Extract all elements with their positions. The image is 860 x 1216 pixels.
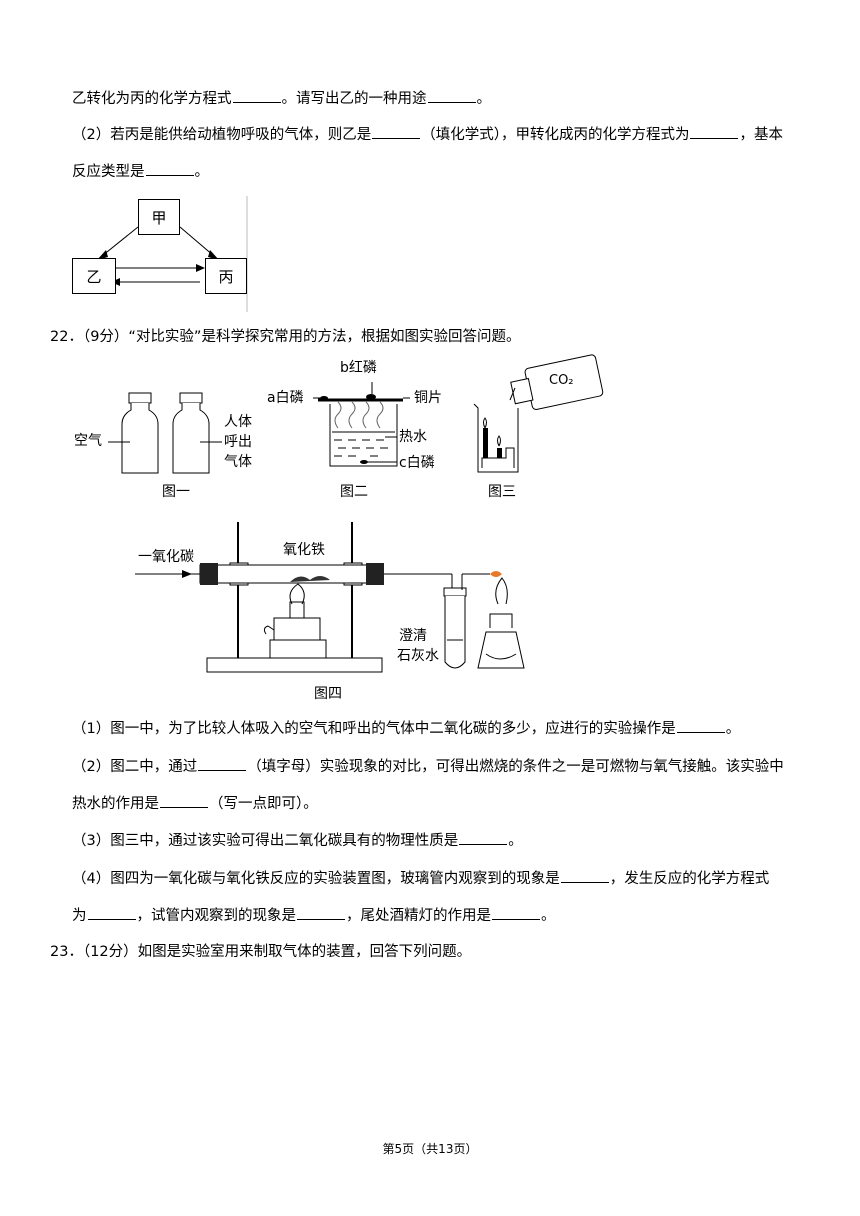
label-a-white-phosphorus: a白磷 xyxy=(267,390,304,406)
q21-part2-line1: （2）若丙是能供给动植物呼吸的气体，则乙是（填化学式），甲转化成丙的化学方程式为… xyxy=(72,124,783,145)
answer-blank[interactable] xyxy=(87,905,136,920)
q22-part3: （3）图三中，通过该实验可得出二氧化碳具有的物理性质是。 xyxy=(72,830,523,851)
answer-blank[interactable] xyxy=(459,830,508,845)
label-iron-oxide: 氧化铁 xyxy=(283,542,325,558)
node-jia: 甲 xyxy=(138,199,180,235)
label-c-white-phosphorus: c白磷 xyxy=(399,455,435,471)
q22-part4-line1: （4）图四为一氧化碳与氧化铁反应的实验装置图，玻璃管内观察到的现象是，发生反应的… xyxy=(72,868,769,889)
label-limewater-2: 石灰水 xyxy=(397,648,439,664)
label-co2: CO₂ xyxy=(549,373,574,388)
answer-blank[interactable] xyxy=(160,793,208,808)
figure-2-caption: 图二 xyxy=(340,484,368,500)
label-carbon-monoxide: 一氧化碳 xyxy=(138,549,194,565)
label-exhaled-2: 呼出 xyxy=(224,434,252,450)
label-copper-plate: 铜片 xyxy=(414,390,442,406)
label-air: 空气 xyxy=(74,433,102,449)
answer-blank[interactable] xyxy=(297,905,345,920)
q22-part1: （1）图一中，为了比较人体吸入的空气和呼出的气体中二氧化碳的多少，应进行的实验操… xyxy=(72,718,740,739)
label-limewater-1: 澄清 xyxy=(399,628,427,644)
q22-part2-line2: 热水的作用是（写一点即可）。 xyxy=(72,793,318,814)
q22-part2-line1: （2）图二中，通过（填字母）实验现象的对比，可得出燃烧的条件之一是可燃物与氧气接… xyxy=(72,756,784,777)
answer-blank[interactable] xyxy=(690,124,739,139)
q22-header: 22．（9分）“对比实验”是科学探究常用的方法，根据如图实验回答问题。 xyxy=(50,329,521,345)
node-yi: 乙 xyxy=(72,258,116,294)
answer-blank[interactable] xyxy=(492,905,540,920)
label-exhaled-1: 人体 xyxy=(224,414,252,430)
page-footer: 第5页（共13页） xyxy=(382,1142,478,1156)
label-hot-water: 热水 xyxy=(399,429,427,445)
figure-3-caption: 图三 xyxy=(488,484,516,500)
figure-4-caption: 图四 xyxy=(314,686,342,702)
q21-part2-line2: 反应类型是。 xyxy=(72,161,209,182)
answer-blank[interactable] xyxy=(560,868,609,883)
figure-1-caption: 图一 xyxy=(162,484,190,500)
answer-blank[interactable] xyxy=(198,756,247,771)
q21-line1: 乙转化为丙的化学方程式。请写出乙的一种用途。 xyxy=(72,88,491,109)
answer-blank[interactable] xyxy=(145,161,194,176)
node-bing: 丙 xyxy=(205,258,247,294)
q23-header: 23．（12分）如图是实验室用来制取气体的装置，回答下列问题。 xyxy=(50,944,472,960)
label-b-red-phosphorus: b红磷 xyxy=(340,360,377,376)
answer-blank[interactable] xyxy=(232,88,281,103)
answer-blank[interactable] xyxy=(372,124,421,139)
q22-part4-line2: 为，试管内观察到的现象是，尾处酒精灯的作用是。 xyxy=(72,905,556,926)
answer-blank[interactable] xyxy=(676,718,725,733)
label-exhaled-3: 气体 xyxy=(224,454,252,470)
answer-blank[interactable] xyxy=(427,88,476,103)
